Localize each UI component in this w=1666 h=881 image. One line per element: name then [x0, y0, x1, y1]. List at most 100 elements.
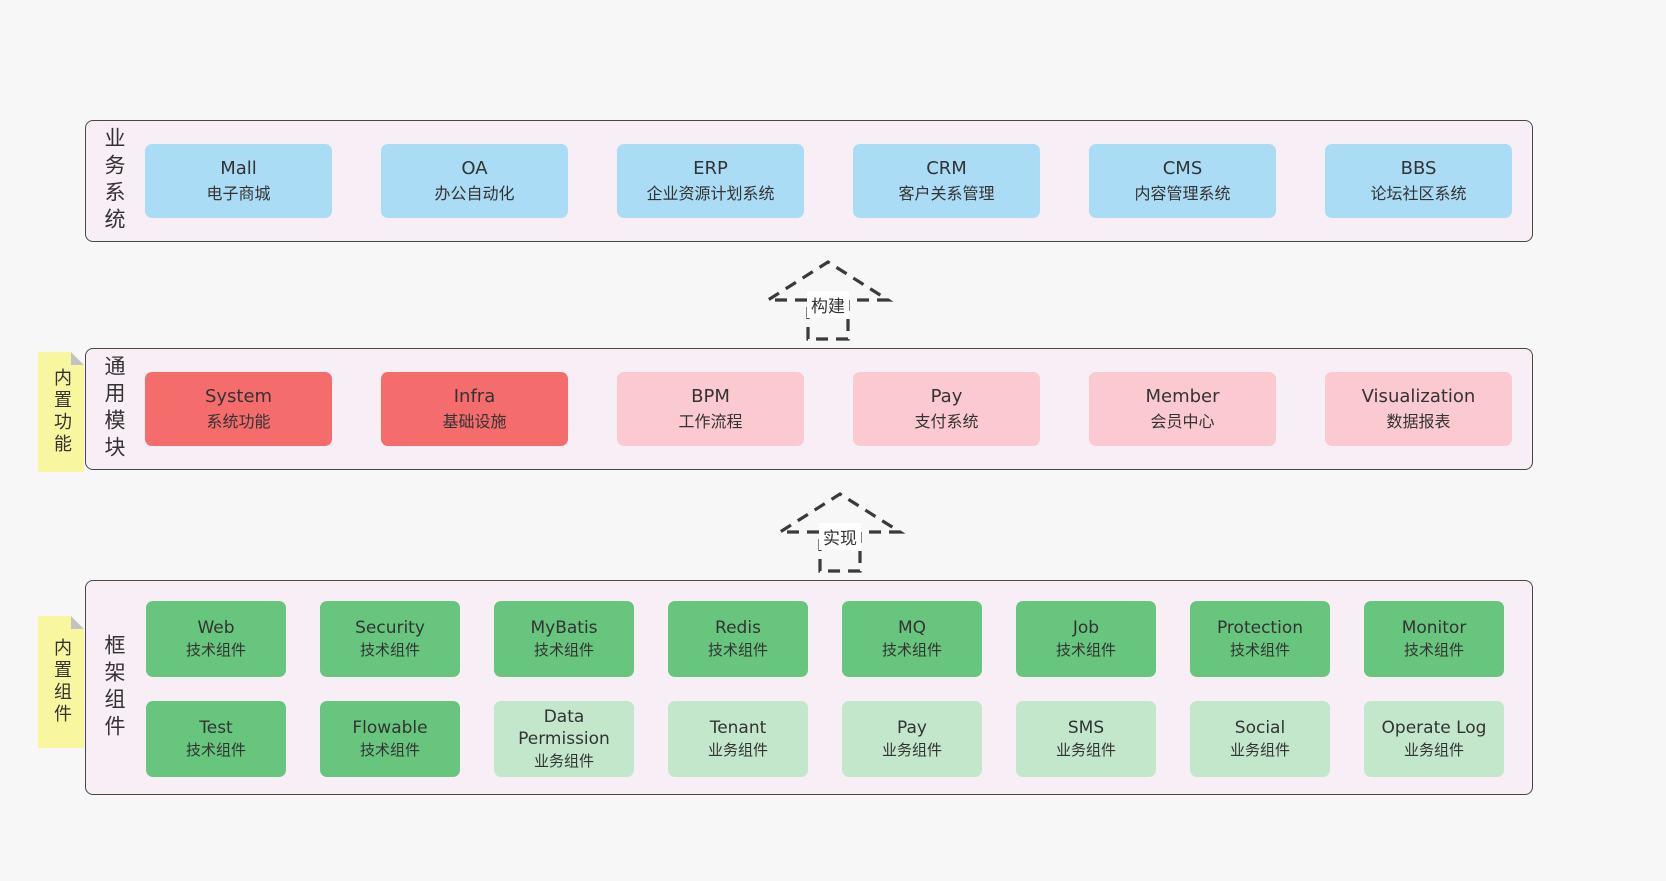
box-title: Social — [1234, 718, 1286, 738]
box-subtitle: 技术组件 — [707, 641, 768, 660]
box-subtitle: 技术组件 — [533, 641, 594, 660]
box-title: System — [204, 386, 273, 408]
box-subtitle: 业务组件 — [881, 741, 942, 760]
layer-business-label: 业务系统 — [102, 127, 126, 235]
box-title: Pay — [930, 386, 963, 408]
box-cms: CMS 内容管理系统 — [1089, 144, 1276, 218]
box-title: Monitor — [1401, 618, 1467, 638]
layer-business-systems: 业务系统 Mall 电子商城 OA 办公自动化 ERP 企业资源计划系统 CRM 客户关系管理… — [85, 120, 1533, 242]
box-title: ERP — [693, 158, 728, 180]
box-subtitle: 业务组件 — [1229, 741, 1290, 760]
box-bpm: BPM 工作流程 — [617, 372, 804, 446]
box-title: Member — [1145, 386, 1220, 408]
note-fold-icon — [71, 352, 84, 365]
box-title: CRM — [926, 158, 967, 180]
box-subtitle: 业务组件 — [533, 751, 594, 770]
box-job: Job 技术组件 — [1016, 601, 1156, 677]
box-subtitle: 技术组件 — [359, 641, 420, 660]
box-flowable: Flowable 技术组件 — [320, 701, 460, 777]
layer-modules-label: 通用模块 — [102, 355, 126, 463]
box-visualization: Visualization 数据报表 — [1325, 372, 1512, 446]
box-operate-log: Operate Log 业务组件 — [1364, 701, 1504, 777]
box-web: Web 技术组件 — [146, 601, 286, 677]
box-infra: Infra 基础设施 — [381, 372, 568, 446]
sticky-note-built-in-components: 内置组件 — [38, 616, 84, 748]
note-fold-icon — [71, 616, 84, 629]
box-subtitle: 数据报表 — [1386, 411, 1451, 431]
box-title: Data Permission — [518, 707, 610, 749]
box-subtitle: 内容管理系统 — [1134, 183, 1231, 203]
box-system: System 系统功能 — [145, 372, 332, 446]
box-title: Visualization — [1361, 386, 1476, 408]
note-modules-label: 内置功能 — [51, 368, 72, 456]
box-protection: Protection 技术组件 — [1190, 601, 1330, 677]
box-title: BBS — [1400, 158, 1437, 180]
box-monitor: Monitor 技术组件 — [1364, 601, 1504, 677]
box-subtitle: 业务组件 — [1055, 741, 1116, 760]
box-subtitle: 技术组件 — [1055, 641, 1116, 660]
box-pay: Pay 支付系统 — [853, 372, 1040, 446]
box-title: SMS — [1067, 718, 1105, 738]
box-title: Tenant — [709, 718, 767, 738]
box-tenant: Tenant 业务组件 — [668, 701, 808, 777]
box-title: Mall — [220, 158, 257, 180]
box-title: BPM — [691, 386, 730, 408]
box-subtitle: 会员中心 — [1150, 411, 1215, 431]
box-subtitle: 业务组件 — [707, 741, 768, 760]
layer-components-label: 框架组件 — [102, 633, 126, 742]
box-security: Security 技术组件 — [320, 601, 460, 677]
box-subtitle: 技术组件 — [185, 641, 246, 660]
box-title: Redis — [715, 618, 761, 638]
box-title: OA — [461, 158, 488, 180]
box-subtitle: 支付系统 — [914, 411, 979, 431]
arrow-implement: 实现 — [772, 487, 908, 573]
box-subtitle: 基础设施 — [442, 411, 507, 431]
business-boxes-row: Mall 电子商城 OA 办公自动化 ERP 企业资源计划系统 CRM 客户关系管理 CMS 内容… — [145, 144, 1512, 218]
box-title: Security — [355, 618, 425, 638]
box-subtitle: 系统功能 — [206, 411, 271, 431]
box-data-permission: Data Permission 业务组件 — [494, 701, 634, 777]
sticky-note-built-in-features: 内置功能 — [38, 352, 84, 472]
modules-boxes-row: System 系统功能 Infra 基础设施 BPM 工作流程 Pay 支付系统 Member 会… — [145, 372, 1512, 446]
box-title: Infra — [453, 386, 496, 408]
box-subtitle: 业务组件 — [1403, 741, 1464, 760]
box-title: Web — [197, 618, 235, 638]
box-subtitle: 技术组件 — [1229, 641, 1290, 660]
box-subtitle: 电子商城 — [206, 183, 271, 203]
box-subtitle: 技术组件 — [1403, 641, 1464, 660]
box-title: Job — [1072, 618, 1100, 638]
box-subtitle: 企业资源计划系统 — [646, 183, 775, 203]
box-pay: Pay 业务组件 — [842, 701, 982, 777]
up-arrow-icon — [774, 492, 906, 573]
box-subtitle: 办公自动化 — [434, 183, 515, 203]
box-subtitle: 技术组件 — [185, 741, 246, 760]
box-title: Test — [199, 718, 233, 738]
arrow-implement-label: 实现 — [819, 523, 861, 550]
box-subtitle: 工作流程 — [678, 411, 743, 431]
box-title: Operate Log — [1381, 718, 1487, 738]
box-erp: ERP 企业资源计划系统 — [617, 144, 804, 218]
box-title: CMS — [1162, 158, 1203, 180]
arrow-build-label: 构建 — [807, 291, 849, 318]
box-title: Protection — [1216, 618, 1303, 638]
box-social: Social 业务组件 — [1190, 701, 1330, 777]
box-title: Flowable — [352, 718, 428, 738]
box-redis: Redis 技术组件 — [668, 601, 808, 677]
box-title: MQ — [897, 618, 927, 638]
box-subtitle: 论坛社区系统 — [1370, 183, 1467, 203]
box-title: MyBatis — [530, 618, 598, 638]
note-components-label: 内置组件 — [51, 638, 72, 726]
box-subtitle: 技术组件 — [881, 641, 942, 660]
box-mall: Mall 电子商城 — [145, 144, 332, 218]
box-bbs: BBS 论坛社区系统 — [1325, 144, 1512, 218]
box-title: Pay — [897, 718, 927, 738]
box-subtitle: 技术组件 — [359, 741, 420, 760]
box-mq: MQ 技术组件 — [842, 601, 982, 677]
arrow-build: 构建 — [760, 255, 896, 341]
box-oa: OA 办公自动化 — [381, 144, 568, 218]
box-subtitle: 客户关系管理 — [898, 183, 995, 203]
layer-common-modules: 通用模块 System 系统功能 Infra 基础设施 BPM 工作流程 Pay 支付系统 Me… — [85, 348, 1533, 470]
